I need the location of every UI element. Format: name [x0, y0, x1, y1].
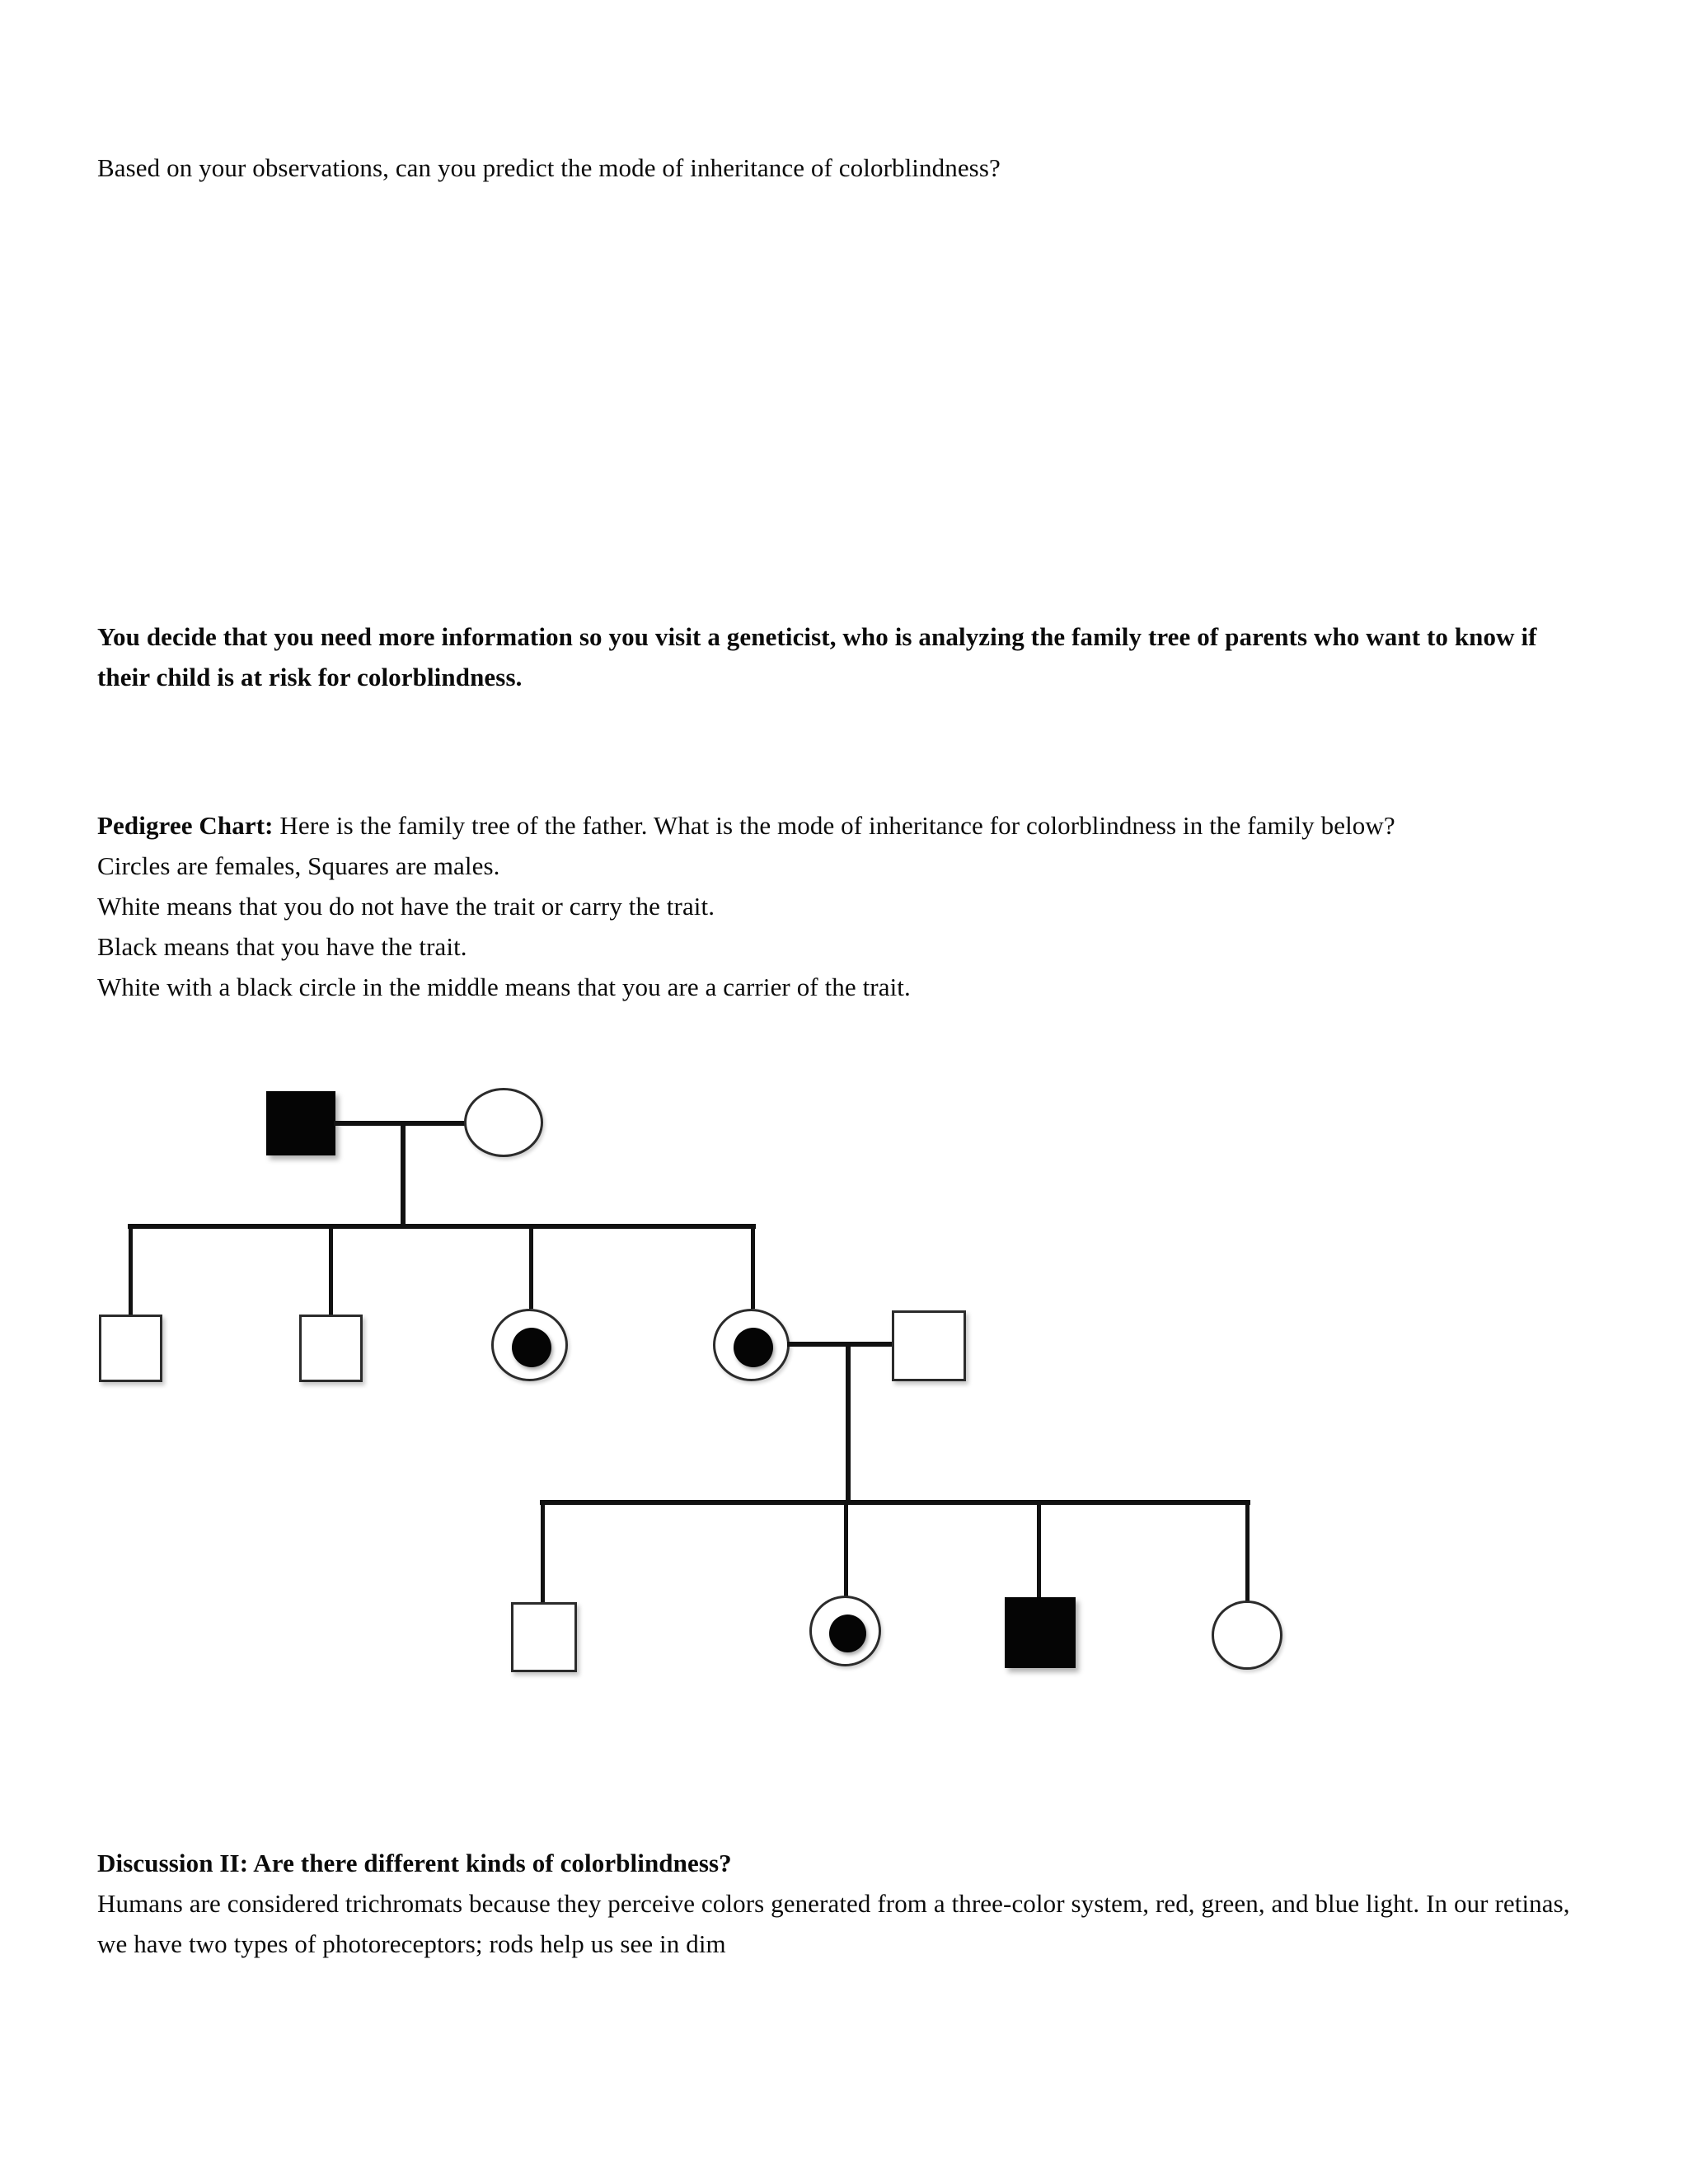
descent-line-generation-I-to-II	[401, 1121, 406, 1226]
drop-line-III-4	[1245, 1500, 1250, 1603]
pedigree-diagram	[0, 1047, 1688, 1731]
pedigree-individual-II-1-unaffected-male	[99, 1315, 162, 1382]
pedigree-chart-intro: Here is the family tree of the father. W…	[279, 811, 1395, 840]
drop-line-II-2	[329, 1224, 333, 1317]
pedigree-individual-III-3-affected-male	[1005, 1597, 1076, 1668]
pedigree-individual-II-2-unaffected-male	[299, 1315, 363, 1382]
drop-line-II-1	[129, 1224, 133, 1317]
discussion-heading: Discussion II: Are there different kinds…	[97, 1849, 732, 1877]
drop-line-III-3	[1037, 1500, 1041, 1600]
sibship-bar-generation-II	[128, 1224, 756, 1229]
drop-line-II-4	[751, 1224, 755, 1309]
descent-line-generation-II-to-III	[846, 1342, 851, 1502]
pedigree-individual-I-1-affected-male	[266, 1091, 335, 1155]
drop-line-III-2	[844, 1500, 848, 1597]
mating-line-generation-II	[787, 1342, 894, 1347]
carrier-dot-II-3	[512, 1328, 551, 1367]
carrier-dot-III-2	[829, 1615, 866, 1652]
pedigree-individual-I-2-unaffected-female	[464, 1088, 543, 1157]
pedigree-individual-III-1-unaffected-male	[511, 1602, 577, 1672]
lead-question-text: Based on your observations, can you pred…	[97, 153, 1001, 182]
legend-line-carrier: White with a black circle in the middle …	[97, 972, 911, 1001]
carrier-dot-II-4	[734, 1328, 773, 1367]
pedigree-individual-III-4-unaffected-female	[1212, 1601, 1282, 1670]
pedigree-individual-II-4-carrier-female	[713, 1309, 790, 1381]
legend-line-black: Black means that you have the trait.	[97, 932, 467, 961]
pedigree-individual-III-2-carrier-female	[809, 1596, 881, 1666]
pedigree-individual-II-3-carrier-female	[491, 1309, 568, 1381]
discussion-body-text: Humans are considered trichromats becaus…	[97, 1889, 1570, 1958]
legend-line-circles-squares: Circles are females, Squares are males.	[97, 851, 500, 880]
legend-line-white: White means that you do not have the tra…	[97, 892, 715, 921]
drop-line-III-1	[541, 1500, 545, 1605]
sibship-bar-generation-III	[540, 1500, 1250, 1505]
pedigree-chart-label: Pedigree Chart:	[97, 811, 274, 840]
pedigree-section-text: Pedigree Chart: Here is the family tree …	[97, 805, 1612, 1007]
pedigree-individual-II-5-unaffected-male-spouse	[892, 1310, 966, 1381]
drop-line-II-3	[529, 1224, 533, 1309]
geneticist-paragraph: You decide that you need more informatio…	[97, 622, 1537, 691]
